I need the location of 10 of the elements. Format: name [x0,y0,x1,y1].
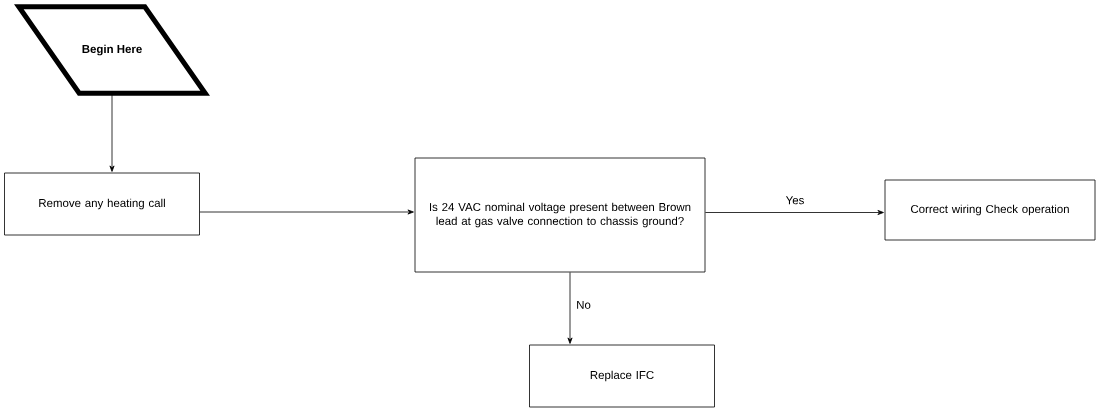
edge-label: Yes [785,196,804,205]
arrow [567,272,573,344]
process-box: Remove any heating call [4,172,200,236]
edge-label: No [577,300,591,309]
arrow [109,92,115,172]
process-box: Correct wiring Check operation [884,179,1096,241]
arrow [199,209,414,215]
process-box: Replace IFC [529,344,715,408]
process-box: Is 24 VAC nominal voltage present between Brown lead at gas valve connection to chassis ground? [414,157,706,273]
arrow [705,210,884,215]
